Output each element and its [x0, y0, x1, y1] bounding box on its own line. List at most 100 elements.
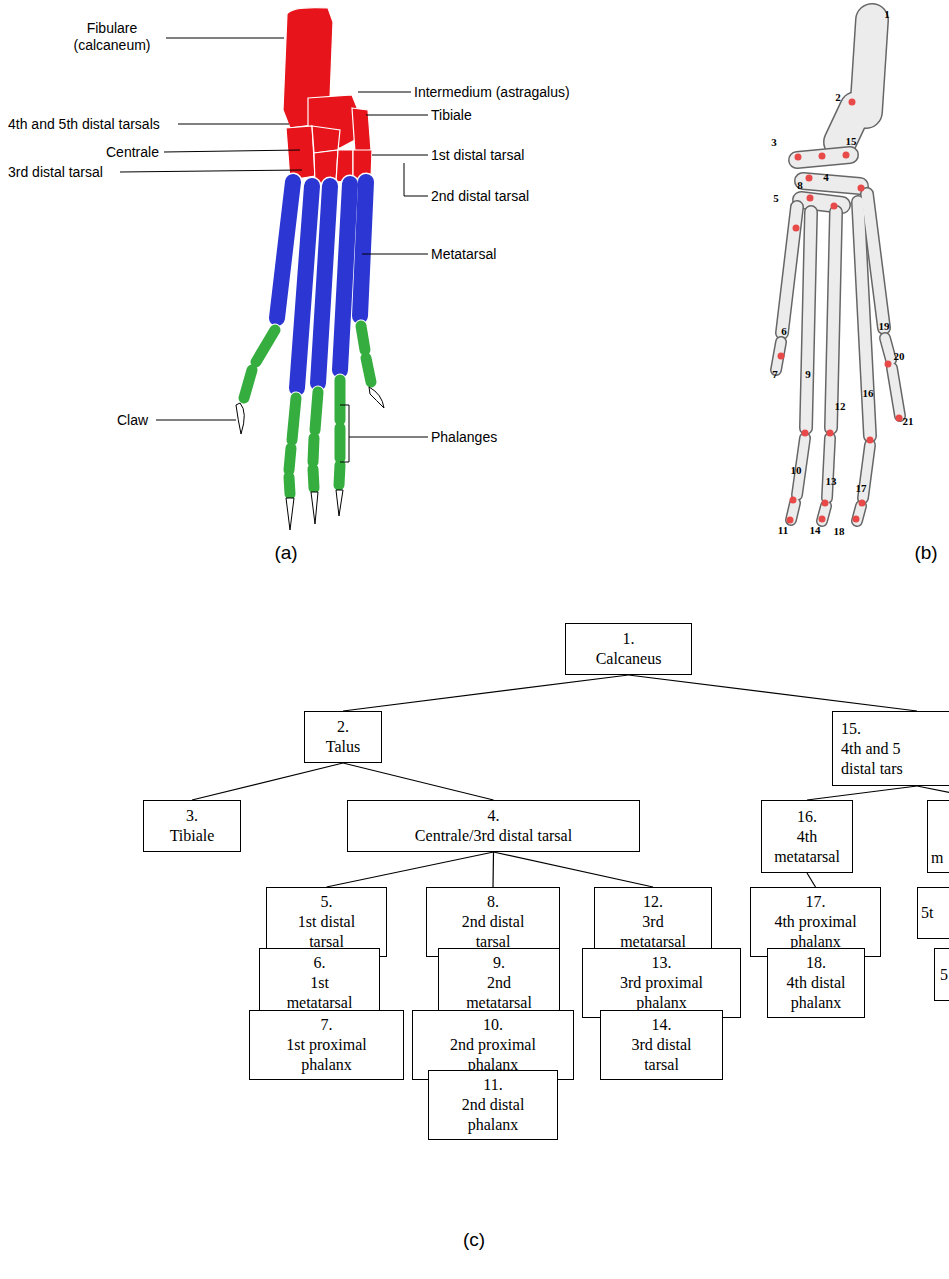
node-label: 2nd distal tarsal — [453, 912, 533, 952]
part-label: Claw — [117, 412, 148, 429]
node-number: 17. — [806, 892, 826, 912]
part-label: 4th and 5th distal tarsals — [8, 116, 160, 133]
panel-label: (c) — [463, 1229, 485, 1251]
tree-box: 5 — [934, 948, 949, 1001]
callout-number: 1 — [884, 8, 890, 20]
callout-number: 4 — [823, 171, 829, 183]
node-number: 1. — [623, 629, 635, 649]
tree-link — [629, 675, 918, 711]
foot-illustration — [120, 8, 428, 530]
tree-box: 13.3rd proximal phalanx — [582, 948, 741, 1018]
node-label: m — [931, 848, 943, 868]
tree-box: 9.2nd metatarsal — [438, 948, 560, 1018]
node-label: Talus — [326, 737, 360, 757]
tree-link — [343, 763, 494, 800]
node-label: 2nd distal phalanx — [453, 1095, 533, 1135]
node-label: Tibiale — [170, 826, 215, 846]
callout-number: 21 — [903, 415, 914, 427]
tree-link — [807, 786, 917, 800]
tree-link — [327, 852, 494, 887]
tree-box: 15.4th and 5 distal tars — [832, 711, 949, 786]
callout-number: 6 — [781, 325, 787, 337]
tree-box: 7.1st proximal phalanx — [249, 1010, 404, 1080]
callout-number: 10 — [791, 464, 802, 476]
node-label: 4th distal phalanx — [780, 973, 852, 1013]
tree-box: 5.1st distal tarsal — [266, 887, 387, 957]
node-label: 1st metatarsal — [285, 973, 355, 1013]
callout-number: 16 — [863, 387, 874, 399]
part-label: 3rd distal tarsal — [8, 164, 103, 181]
tree-box: 1.Calcaneus — [565, 623, 692, 675]
part-label: Tibiale — [431, 107, 472, 124]
callout-number: 19 — [879, 320, 890, 332]
part-label: Centrale — [106, 144, 159, 161]
node-number: 5. — [321, 892, 333, 912]
callout-number: 2 — [835, 91, 841, 103]
tree-box: 3.Tibiale — [143, 800, 241, 852]
node-label: 4th metatarsal — [768, 827, 846, 867]
tree-box: 2.Talus — [304, 711, 382, 763]
node-label: 2nd metatarsal — [464, 973, 534, 1013]
tree-link — [807, 873, 816, 887]
callout-number: 9 — [805, 368, 811, 380]
tree-box: 8.2nd distal tarsal — [426, 887, 560, 957]
panel-label: (a) — [274, 542, 297, 564]
node-number: 10. — [483, 1015, 503, 1035]
node-number: 2. — [337, 717, 349, 737]
panel-label: (b) — [914, 542, 937, 564]
node-number: 7. — [321, 1015, 333, 1035]
node-label: Centrale/3rd distal tarsal — [415, 826, 572, 846]
callout-number: 15 — [846, 135, 857, 147]
node-number: 16. — [797, 807, 817, 827]
callout-number: 20 — [894, 350, 905, 362]
node-number: 3. — [186, 806, 198, 826]
node-number: 6. — [314, 953, 326, 973]
callout-number: 12 — [835, 400, 846, 412]
tree-box: m — [927, 800, 949, 873]
node-number: 13. — [652, 953, 672, 973]
node-label: 3rd proximal phalanx — [617, 973, 707, 1013]
tree-box: 6.1st metatarsal — [259, 948, 380, 1018]
tree-link — [494, 852, 654, 887]
node-label: 5 — [940, 965, 948, 985]
node-number: 9. — [493, 953, 505, 973]
node-label: 3rd distal tarsal — [626, 1035, 698, 1075]
node-number: 8. — [487, 892, 499, 912]
node-label: 2nd proximal phalanx — [443, 1035, 543, 1075]
node-label: 5t — [921, 903, 933, 923]
callout-number: 17 — [856, 482, 867, 494]
tree-box: 5t — [917, 887, 949, 939]
node-label: Calcaneus — [596, 649, 662, 669]
node-number: 15. — [841, 719, 861, 739]
landmark-dot — [778, 99, 903, 524]
callout-number: 13 — [826, 475, 837, 487]
part-label: 2nd distal tarsal — [431, 188, 529, 205]
tree-box: 17.4th proximal phalanx — [750, 887, 881, 957]
part-label: Fibulare (calcaneum) — [60, 20, 165, 54]
tree-box: 16.4th metatarsal — [761, 800, 853, 873]
node-label: 3rd metatarsal — [618, 912, 688, 952]
node-label: 1st distal tarsal — [289, 912, 364, 952]
callout-number: 3 — [771, 136, 777, 148]
tree-link — [917, 786, 949, 800]
callout-number: 18 — [834, 525, 845, 537]
tree-box: 11.2nd distal phalanx — [428, 1070, 558, 1140]
tree-link — [192, 763, 343, 800]
node-number: 14. — [652, 1015, 672, 1035]
node-label: 4th proximal phalanx — [771, 912, 861, 952]
callout-number: 8 — [797, 179, 803, 191]
node-number: 18. — [806, 953, 826, 973]
node-number: 11. — [483, 1075, 502, 1095]
node-number: 12. — [643, 892, 663, 912]
tree-link — [343, 675, 629, 711]
part-label: 1st distal tarsal — [431, 147, 524, 164]
node-label: 4th and 5 distal tars — [841, 739, 916, 779]
callout-number: 7 — [772, 368, 778, 380]
callout-number: 14 — [810, 524, 821, 536]
tree-link — [492, 852, 494, 887]
part-label: Metatarsal — [431, 246, 496, 263]
tree-box: 12.3rd metatarsal — [594, 887, 712, 957]
tree-box: 4.Centrale/3rd distal tarsal — [347, 800, 640, 852]
bone-render — [776, 20, 903, 524]
node-number: 4. — [488, 806, 500, 826]
